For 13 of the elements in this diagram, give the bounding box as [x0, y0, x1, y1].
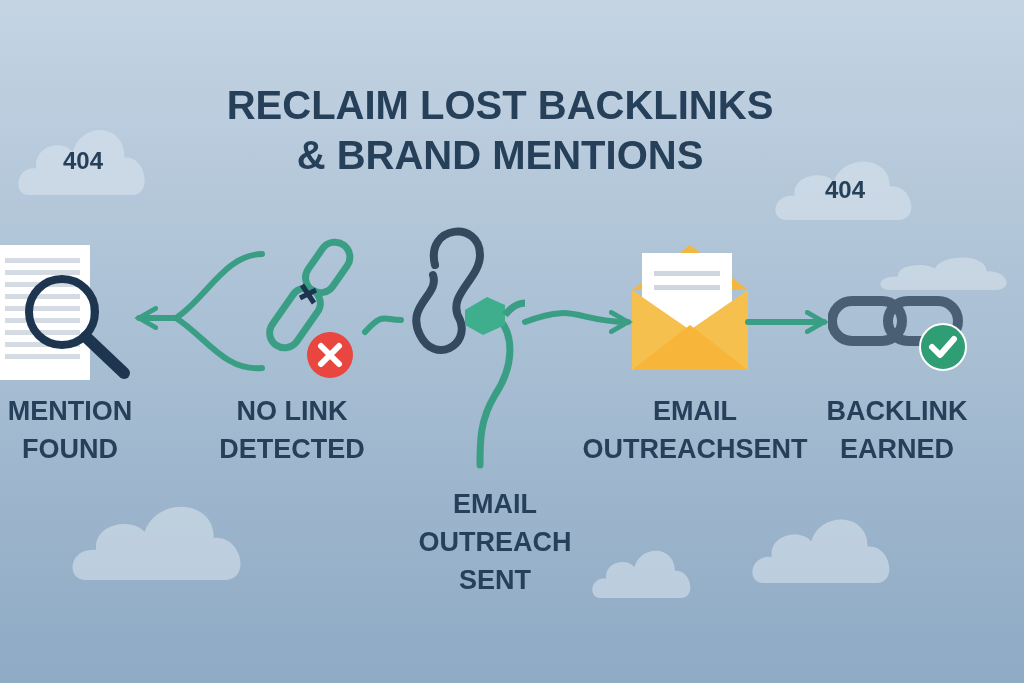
envelope-drawing [632, 245, 748, 370]
step-caption: MENTION FOUND [6, 395, 134, 466]
cloud-label: 404 [824, 175, 865, 205]
chain-check-drawing [828, 295, 970, 372]
step-caption: NO LINK DETECTED [218, 395, 366, 466]
step-caption: BACKLINK EARNED [825, 395, 969, 466]
arrow [522, 309, 631, 334]
title: RECLAIM LOST BACKLINKS & BRAND MENTIONS [225, 82, 775, 179]
arrow [136, 251, 265, 372]
step-caption: EMAIL OUTREACHSENT [582, 395, 808, 466]
cloud-label: 404 [62, 146, 103, 176]
step-caption: EMAIL OUTREACH SENT [418, 488, 572, 597]
arrow [745, 310, 827, 334]
